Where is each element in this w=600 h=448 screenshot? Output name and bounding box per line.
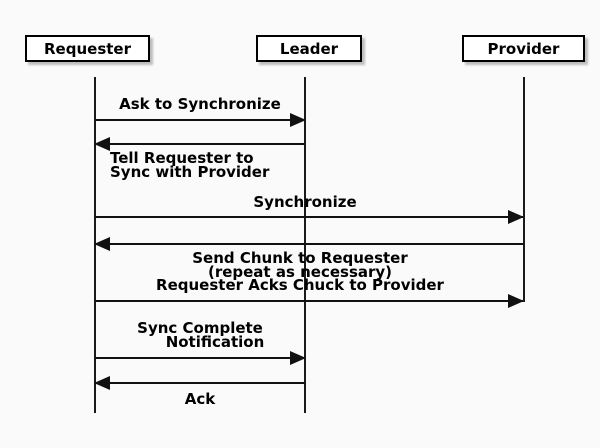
arrow-shaft bbox=[95, 119, 305, 121]
message-4-label: Send Chunk to Requester (repeat as neces… bbox=[156, 249, 444, 294]
message-2-label: Tell Requester to Sync with Provider bbox=[110, 149, 270, 181]
arrow-shaft bbox=[95, 382, 305, 384]
actor-box-leader: Leader bbox=[256, 35, 362, 62]
arrow-shaft bbox=[95, 216, 523, 218]
actor-label-requester: Requester bbox=[44, 39, 131, 58]
arrowhead-right-icon bbox=[508, 210, 524, 224]
message-6-label: Sync Complete Notification bbox=[137, 319, 265, 351]
arrow-shaft bbox=[95, 143, 305, 145]
actor-box-requester: Requester bbox=[25, 35, 150, 62]
lifeline-provider bbox=[523, 77, 525, 302]
lifeline-leader bbox=[304, 77, 306, 413]
arrowhead-left-icon bbox=[94, 237, 110, 251]
message-1-label: Ask to Synchronize bbox=[119, 95, 281, 113]
arrowhead-left-icon bbox=[94, 376, 110, 390]
actor-label-provider: Provider bbox=[487, 39, 560, 58]
arrow-shaft bbox=[95, 243, 523, 245]
arrowhead-right-icon bbox=[290, 351, 306, 365]
arrowhead-left-icon bbox=[94, 137, 110, 151]
actor-label-leader: Leader bbox=[279, 39, 339, 58]
arrow-shaft bbox=[95, 357, 305, 359]
actor-box-provider: Provider bbox=[462, 35, 585, 62]
message-3-label: Synchronize bbox=[253, 193, 357, 211]
message-7-label: Ack bbox=[184, 390, 216, 408]
arrowhead-right-icon bbox=[508, 294, 524, 308]
arrow-shaft bbox=[95, 300, 523, 302]
arrowhead-right-icon bbox=[290, 113, 306, 127]
